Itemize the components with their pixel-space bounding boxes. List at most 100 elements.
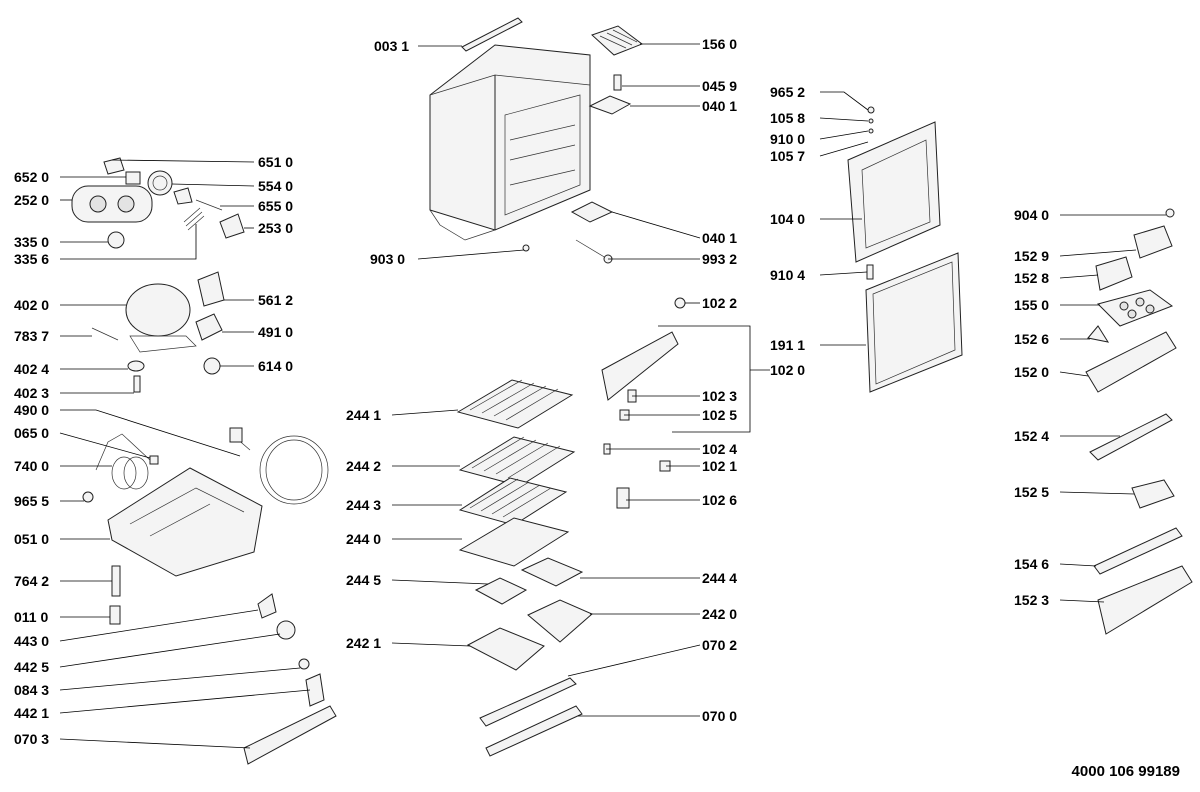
knob-4430 — [257, 593, 277, 619]
cabinet — [429, 44, 591, 241]
power-cord-4900 — [229, 427, 329, 505]
label-070-2: 070 2 — [702, 637, 737, 653]
label-244-3: 244 3 — [346, 497, 381, 513]
wire-0650 — [95, 433, 159, 471]
screw-small — [522, 244, 530, 252]
part-6550 — [173, 187, 223, 211]
label-252-0: 252 0 — [14, 192, 49, 208]
leader-lines — [59, 43, 1166, 749]
label-155-0: 155 0 — [1014, 297, 1049, 313]
drawer-2421 — [466, 627, 545, 671]
door-1040 — [847, 121, 941, 263]
label-154-6: 154 6 — [1014, 556, 1049, 572]
label-070-0: 070 0 — [702, 708, 737, 724]
label-105-7: 105 7 — [770, 148, 805, 164]
shelf-2443 — [458, 477, 568, 526]
screw-9655 — [82, 491, 94, 503]
clip-4023 — [133, 375, 141, 393]
label-764-2: 764 2 — [14, 573, 49, 589]
label-065-0: 065 0 — [14, 425, 49, 441]
label-040-1-upper: 040 1 — [702, 98, 737, 114]
shelf-2442 — [458, 436, 576, 487]
label-614-0: 614 0 — [258, 358, 293, 374]
shelf-glass-2440 — [458, 517, 570, 567]
label-442-1: 442 1 — [14, 705, 49, 721]
ice-tray — [591, 25, 644, 56]
upper-hinge — [588, 95, 632, 115]
hinge-pin — [613, 74, 622, 91]
bracket-4421 — [305, 673, 325, 707]
leg-7642 — [111, 565, 121, 597]
label-903-0: 903 0 — [370, 251, 405, 267]
label-104-0: 104 0 — [770, 211, 805, 227]
ring-5540 — [147, 170, 173, 196]
label-102-2: 102 2 — [702, 295, 737, 311]
door-cover-panel — [601, 331, 679, 401]
label-402-4: 402 4 — [14, 361, 49, 377]
label-003-1: 003 1 — [374, 38, 409, 54]
bracket-1526 — [1087, 325, 1110, 343]
label-244-2: 244 2 — [346, 458, 381, 474]
knob-3350 — [107, 231, 125, 249]
bush-0843 — [298, 658, 310, 670]
label-152-3: 152 3 — [1014, 592, 1049, 608]
label-402-3: 402 3 — [14, 385, 49, 401]
rail-1524 — [1089, 413, 1173, 461]
label-040-1-lower: 040 1 — [702, 230, 737, 246]
label-152-5: 152 5 — [1014, 484, 1049, 500]
bin-1525 — [1131, 479, 1175, 509]
label-244-1: 244 1 — [346, 407, 381, 423]
label-740-0: 740 0 — [14, 458, 49, 474]
shelf-2441 — [456, 379, 574, 429]
tray-2445 — [474, 577, 528, 605]
label-490-0: 490 0 — [14, 402, 49, 418]
label-105-8: 105 8 — [770, 110, 805, 126]
kick-plate-0703 — [243, 705, 337, 765]
switch-6140 — [203, 357, 221, 375]
label-152-4: 152 4 — [1014, 428, 1049, 444]
tray-2444 — [520, 557, 584, 587]
lower-hinge — [570, 201, 614, 223]
grommet-4024 — [127, 360, 145, 372]
label-102-6: 102 6 — [702, 492, 737, 508]
label-335-6: 335 6 — [14, 251, 49, 267]
thermostat-4425 — [276, 620, 296, 640]
label-443-0: 443 0 — [14, 633, 49, 649]
label-045-9: 045 9 — [702, 78, 737, 94]
label-070-3: 070 3 — [14, 731, 49, 747]
label-651-0: 651 0 — [258, 154, 293, 170]
relay-5612 — [197, 271, 225, 307]
lamp-socket — [103, 157, 125, 175]
label-152-6: 152 6 — [1014, 331, 1049, 347]
bin-1520 — [1085, 331, 1177, 393]
label-084-3: 084 3 — [14, 682, 49, 698]
label-904-0: 904 0 — [1014, 207, 1049, 223]
label-655-0: 655 0 — [258, 198, 293, 214]
rail-1546 — [1093, 527, 1183, 575]
label-152-0: 152 0 — [1014, 364, 1049, 380]
spring-0110 — [109, 605, 121, 625]
label-102-4: 102 4 — [702, 441, 737, 457]
top-trim — [461, 17, 523, 52]
label-244-0: 244 0 — [346, 531, 381, 547]
label-561-2: 561 2 — [258, 292, 293, 308]
label-242-0: 242 0 — [702, 606, 737, 622]
label-442-5: 442 5 — [14, 659, 49, 675]
label-191-1: 191 1 — [770, 337, 805, 353]
thermostat-housing — [71, 185, 153, 223]
label-965-5: 965 5 — [14, 493, 49, 509]
label-993-2: 993 2 — [702, 251, 737, 267]
compressor-4020 — [125, 283, 197, 353]
label-051-0: 051 0 — [14, 531, 49, 547]
cover-4910 — [195, 313, 223, 341]
label-152-9: 152 9 — [1014, 248, 1049, 264]
label-910-4: 910 4 — [770, 267, 805, 283]
lamp-holder-6520 — [125, 171, 141, 185]
label-402-0: 402 0 — [14, 297, 49, 313]
label-783-7: 783 7 — [14, 328, 49, 344]
label-102-5: 102 5 — [702, 407, 737, 423]
label-242-1: 242 1 — [346, 635, 381, 651]
bin-1523 — [1097, 565, 1193, 635]
coil-7400 — [111, 456, 149, 490]
